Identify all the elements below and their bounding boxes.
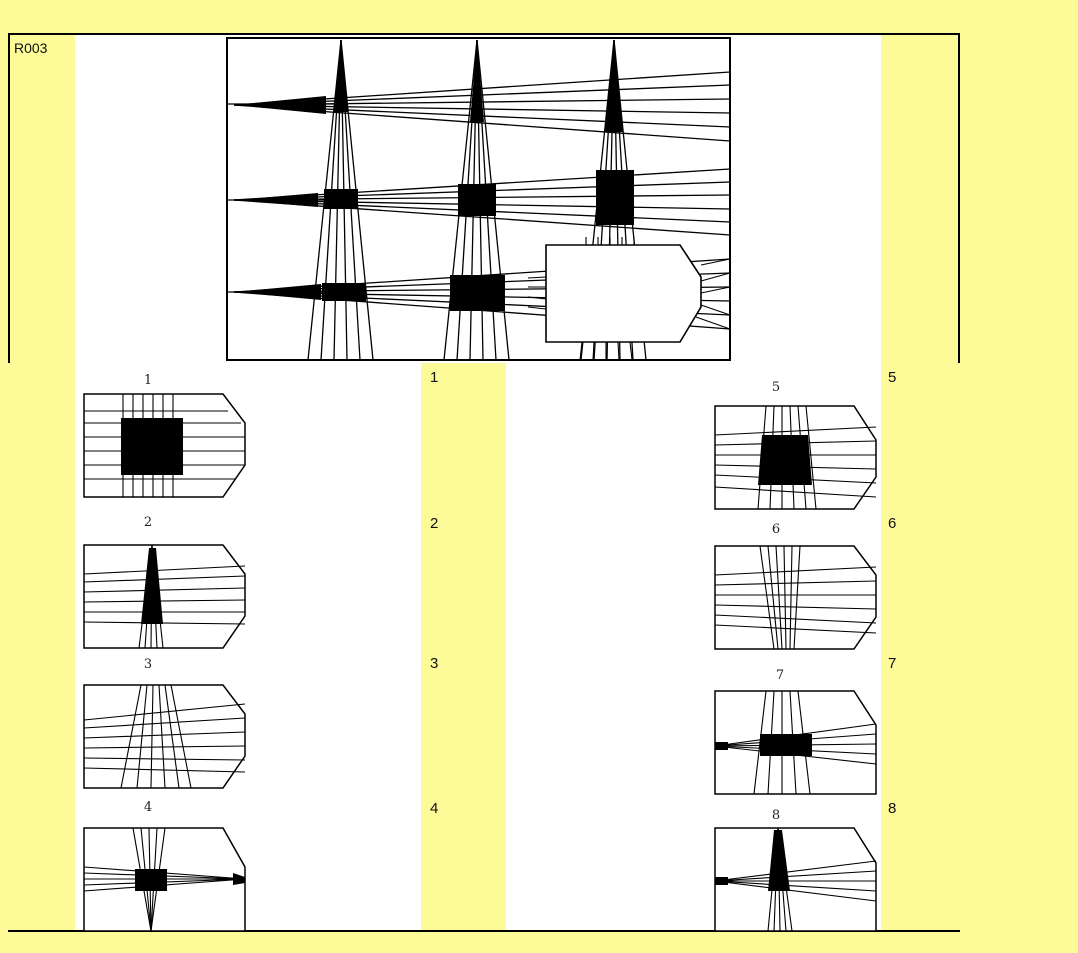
option-figure-5[interactable] [714, 405, 879, 511]
option-label-5: 5 [888, 369, 897, 386]
option-caption-8: 8 [771, 808, 781, 823]
option-label-1: 1 [430, 369, 439, 386]
option-figure-3[interactable] [83, 684, 248, 790]
option-figure-2[interactable] [83, 544, 248, 650]
option-label-7: 7 [888, 655, 897, 672]
option-figure-8[interactable] [714, 827, 879, 932]
question-figure [226, 37, 731, 361]
top-border [8, 33, 960, 35]
bottom-border [8, 930, 960, 932]
right-border [958, 33, 960, 363]
item-id: R003 [14, 40, 48, 56]
option-label-3: 3 [430, 655, 439, 672]
option-caption-1: 1 [143, 373, 153, 388]
option-caption-4: 4 [143, 800, 153, 815]
option-figure-6[interactable] [714, 545, 879, 651]
option-figure-1[interactable] [83, 393, 248, 499]
left-border [8, 33, 10, 363]
option-figure-7[interactable] [714, 690, 879, 796]
option-caption-3: 3 [143, 657, 153, 672]
option-label-4: 4 [430, 800, 439, 817]
option-label-2: 2 [430, 515, 439, 532]
option-caption-5: 5 [771, 380, 781, 395]
option-label-6: 6 [888, 515, 897, 532]
option-caption-2: 2 [143, 515, 153, 530]
option-figure-4[interactable] [83, 827, 248, 932]
option-caption-7: 7 [775, 668, 785, 683]
option-label-8: 8 [888, 800, 897, 817]
option-caption-6: 6 [771, 522, 781, 537]
